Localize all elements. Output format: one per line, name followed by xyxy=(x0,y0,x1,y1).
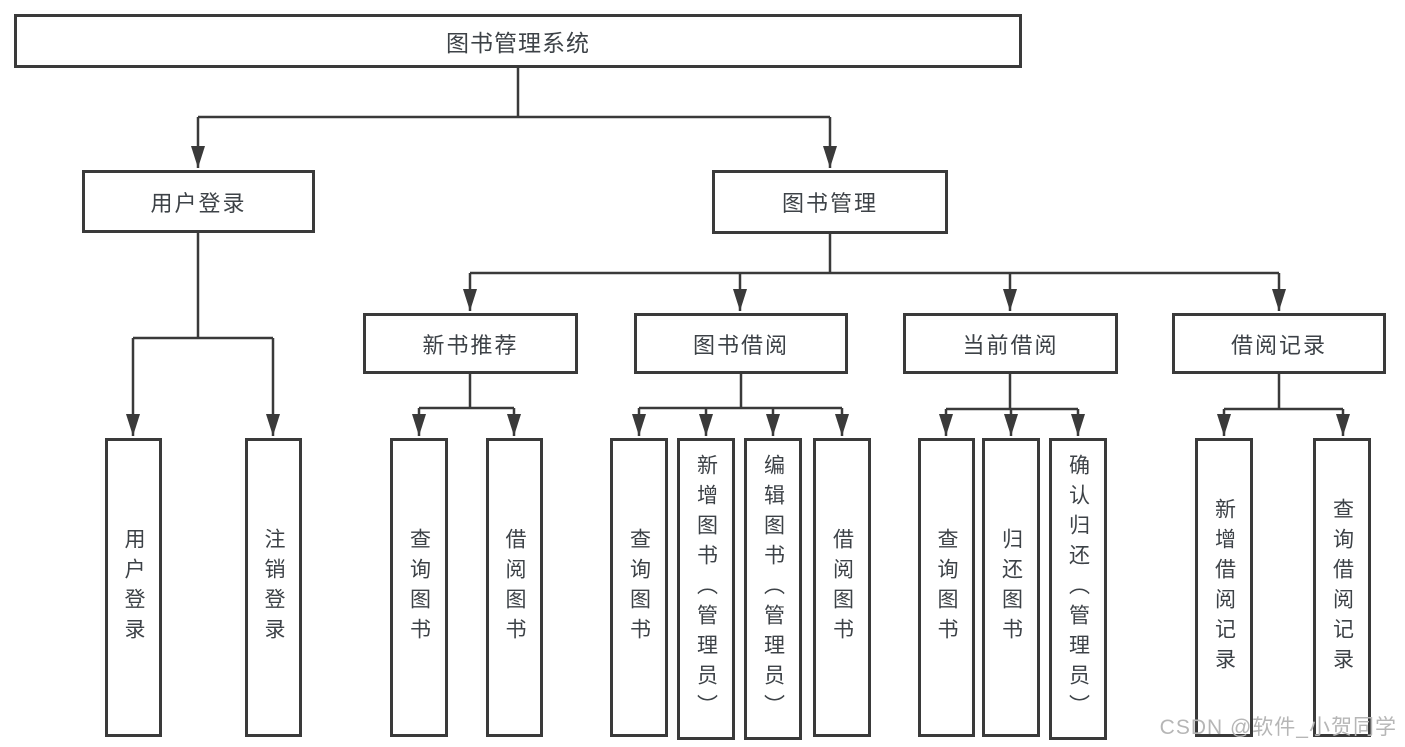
node-nb-borrow-books: 借阅图书 xyxy=(486,438,543,737)
node-borrowing-records: 借阅记录 xyxy=(1172,313,1386,374)
node-current-borrowing: 当前借阅 xyxy=(903,313,1118,374)
node-nb-query-books: 查询图书 xyxy=(390,438,448,737)
node-label: 查询借阅记录 xyxy=(1330,497,1354,678)
node-label: 编辑图书（管理员） xyxy=(761,454,785,724)
node-book-management: 图书管理 xyxy=(712,170,948,234)
node-new-book-recommend: 新书推荐 xyxy=(363,313,578,374)
node-bb-add-books-admin: 新增图书（管理员） xyxy=(677,438,735,740)
node-bb-query-books: 查询图书 xyxy=(610,438,668,737)
node-bb-edit-books-admin: 编辑图书（管理员） xyxy=(744,438,802,740)
node-label: 用户登录 xyxy=(122,527,145,648)
node-label: 借阅图书 xyxy=(830,527,854,648)
node-label: 借阅图书 xyxy=(503,527,526,648)
node-label: 图书借阅 xyxy=(692,332,789,358)
node-label: 图书管理 xyxy=(781,191,878,216)
node-user-login: 用户登录 xyxy=(82,170,315,233)
node-br-add-record: 新增借阅记录 xyxy=(1195,438,1253,737)
connector-stems xyxy=(133,68,1343,411)
node-cb-query-books: 查询图书 xyxy=(918,438,975,737)
node-library-management-system: 图书管理系统 xyxy=(14,14,1022,68)
node-br-query-record: 查询借阅记录 xyxy=(1313,438,1371,737)
node-label: 借阅记录 xyxy=(1230,332,1327,358)
node-label: 新增图书（管理员） xyxy=(694,454,718,724)
node-label: 查询图书 xyxy=(627,527,651,648)
node-label: 归还图书 xyxy=(999,527,1023,648)
node-book-borrowing: 图书借阅 xyxy=(634,313,848,374)
node-label: 新书推荐 xyxy=(422,332,519,358)
node-label: 确认归还（管理员） xyxy=(1066,454,1090,724)
node-cb-confirm-return-admin: 确认归还（管理员） xyxy=(1049,438,1107,740)
node-cb-return-books: 归还图书 xyxy=(982,438,1040,737)
watermark-text: CSDN @软件_小贺同学 xyxy=(1159,716,1397,739)
node-label: 注销登录 xyxy=(262,527,285,648)
node-leaf-user-login: 用户登录 xyxy=(105,438,162,737)
node-label: 当前借阅 xyxy=(962,332,1059,358)
node-bb-borrow-books: 借阅图书 xyxy=(813,438,871,737)
node-leaf-logout: 注销登录 xyxy=(245,438,302,737)
node-label: 用户登录 xyxy=(150,190,247,216)
node-label: 图书管理系统 xyxy=(446,30,590,56)
node-label: 查询图书 xyxy=(407,527,431,648)
node-label: 查询图书 xyxy=(935,527,958,648)
node-label: 新增借阅记录 xyxy=(1212,497,1236,678)
